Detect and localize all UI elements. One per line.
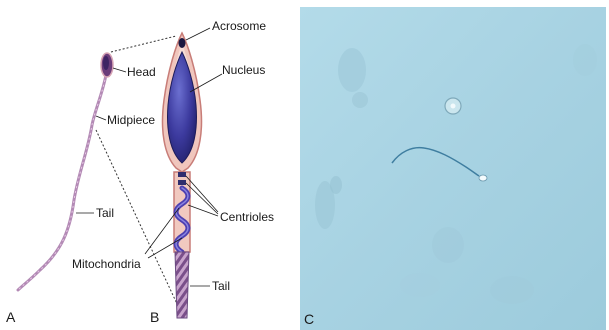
micrograph-sperm-head: [479, 175, 487, 181]
panel-a: Head Midpiece Tail A: [6, 53, 156, 325]
panel-letter-c: C: [304, 311, 314, 327]
panel-b-acrosome[interactable]: [179, 38, 186, 48]
label-nucleus: Nucleus: [222, 63, 265, 77]
label-midpiece: Midpiece: [107, 113, 155, 127]
label-tail-b: Tail: [212, 279, 230, 293]
panel-b-tail: [175, 252, 189, 318]
label-acrosome: Acrosome: [212, 19, 266, 33]
label-mitochondria: Mitochondria: [72, 257, 141, 271]
zoom-line-top: [111, 36, 176, 52]
label-tail-a: Tail: [96, 206, 114, 220]
label-head: Head: [127, 65, 156, 79]
panel-letter-a: A: [6, 309, 16, 325]
panel-letter-b: B: [150, 309, 159, 325]
label-centrioles: Centrioles: [220, 210, 274, 224]
panel-b-centriole-2[interactable]: [178, 180, 186, 185]
panel-c-micrograph: C: [300, 7, 606, 330]
panel-b-centriole-1[interactable]: [178, 172, 186, 177]
